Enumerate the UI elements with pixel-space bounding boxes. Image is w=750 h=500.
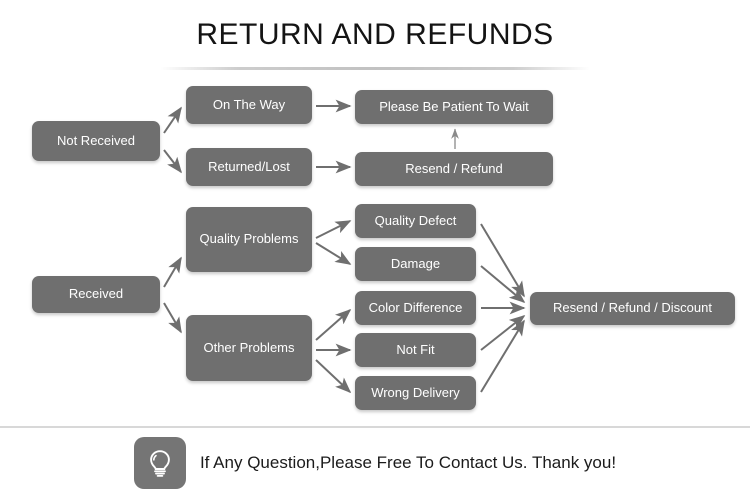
page-title: RETURN AND REFUNDS (196, 18, 554, 51)
edge-received-other-problems (163, 302, 182, 334)
edge-quality-problems-damage (315, 242, 352, 265)
footer: If Any Question,Please Free To Contact U… (0, 437, 750, 489)
node-returned-lost[interactable]: Returned/Lost (186, 148, 312, 186)
node-not-fit[interactable]: Not Fit (355, 333, 476, 367)
node-wrong-delivery[interactable]: Wrong Delivery (355, 376, 476, 410)
node-resend-refund[interactable]: Resend / Refund (355, 152, 553, 186)
node-other-problems[interactable]: Other Problems (186, 315, 312, 381)
edge-not-received-on-the-way (163, 106, 182, 134)
edge-damage-final (480, 265, 526, 304)
title-divider (160, 67, 590, 70)
edge-received-quality-problems (163, 256, 182, 288)
edge-wrong-delivery-final (480, 319, 525, 393)
node-quality-problems[interactable]: Quality Problems (186, 207, 312, 272)
node-please-be-patient-to-wait[interactable]: Please Be Patient To Wait (355, 90, 553, 124)
edge-not-fit-final (480, 315, 526, 351)
node-resend-refund-discount[interactable]: Resend / Refund / Discount (530, 292, 735, 325)
node-not-received[interactable]: Not Received (32, 121, 160, 161)
edge-other-problems-wrong-delivery (315, 359, 352, 394)
node-color-difference[interactable]: Color Difference (355, 291, 476, 325)
edge-other-problems-color-difference (315, 308, 352, 341)
node-damage[interactable]: Damage (355, 247, 476, 281)
node-on-the-way[interactable]: On The Way (186, 86, 312, 124)
node-quality-defect[interactable]: Quality Defect (355, 204, 476, 238)
lightbulb-icon (133, 437, 186, 489)
footer-divider (0, 426, 750, 428)
edge-not-received-returned-lost (163, 149, 182, 174)
node-received[interactable]: Received (32, 276, 160, 313)
edge-quality-problems-quality-defect (315, 220, 352, 239)
edge-quality-defect-final (480, 223, 525, 298)
footer-text: If Any Question,Please Free To Contact U… (199, 453, 617, 472)
